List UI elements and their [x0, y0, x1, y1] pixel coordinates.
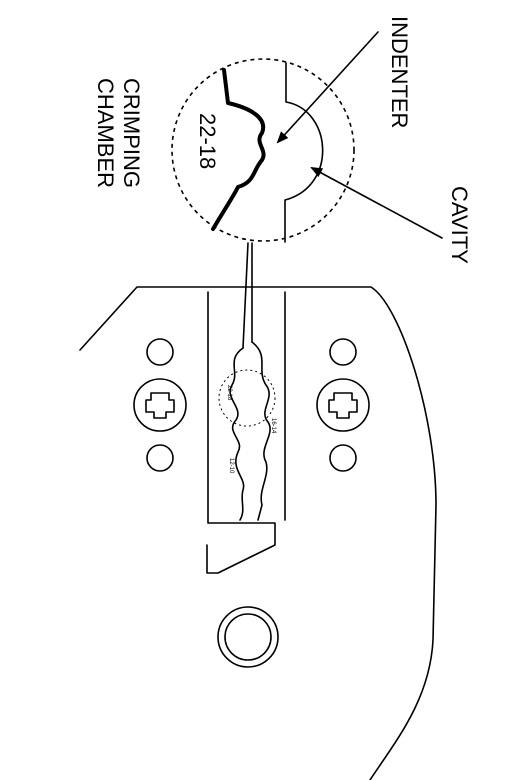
right-screw-outer — [316, 378, 370, 432]
cavity-outline — [284, 62, 324, 243]
crimping-chamber-label: CRIMPING CHAMBER — [93, 78, 144, 188]
tool-gauge-mark-2: 16-14 — [270, 418, 276, 434]
cavity-arrow — [310, 167, 443, 239]
cavity-label: CAVITY — [447, 186, 472, 264]
left-pin-top — [146, 338, 174, 366]
tool-body: 22-18 16-14 12-10 — [79, 286, 437, 780]
indenter-profile — [211, 68, 266, 231]
wire-gauge-label: 22-18 — [195, 113, 220, 169]
right-screw-head-icon — [328, 392, 358, 419]
left-pin-bottom — [146, 444, 174, 472]
jaw-outline — [79, 286, 437, 780]
tool-gauge-mark-1: 22-18 — [226, 385, 232, 401]
right-pin-top — [329, 338, 357, 366]
left-screw-outer — [133, 378, 187, 432]
detail-circle — [171, 58, 355, 242]
tool-detail-circle — [218, 369, 276, 427]
die-slot — [206, 291, 276, 574]
crimping-chamber-line2: CHAMBER — [93, 78, 118, 188]
right-pin-bottom — [329, 444, 357, 472]
detail-stem-left — [242, 242, 249, 349]
indenter-arrow — [276, 31, 379, 144]
tool-crimp-profile-left — [229, 347, 245, 521]
pivot — [217, 606, 279, 668]
left-screw-head-icon — [145, 392, 175, 419]
pivot-inner-ring — [224, 613, 272, 661]
indenter-label: INDENTER — [387, 16, 412, 128]
cavity-callout: CAVITY — [310, 167, 472, 264]
magnified-detail — [171, 58, 355, 349]
tool-gauge-mark-3: 12-10 — [228, 458, 234, 474]
left-fastener-cluster — [133, 338, 187, 472]
pivot-outer-ring — [217, 606, 279, 668]
indenter-callout: INDENTER — [276, 16, 412, 144]
right-fastener-cluster — [316, 338, 370, 472]
tool-crimp-profile-right — [251, 341, 271, 521]
crimping-chamber-line1: CRIMPING — [119, 78, 144, 188]
